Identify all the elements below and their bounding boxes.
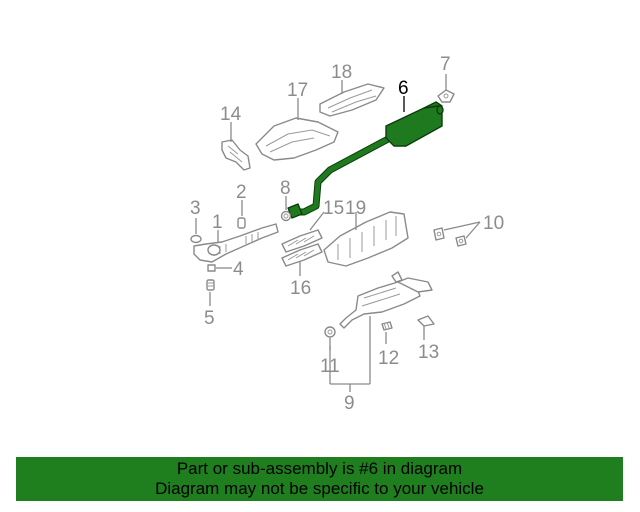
part-18-heat-shield[interactable] — [319, 83, 385, 117]
part-14-heat-shield-bracket[interactable] — [221, 139, 251, 171]
leader-15 — [309, 211, 325, 231]
callout-1[interactable]: 1 — [212, 212, 223, 233]
callout-10[interactable]: 10 — [483, 213, 504, 234]
callout-7[interactable]: 7 — [440, 54, 451, 75]
callout-6[interactable]: 6 — [398, 78, 409, 99]
callout-16[interactable]: 16 — [290, 278, 311, 299]
callout-12[interactable]: 12 — [378, 348, 399, 369]
part-17-heat-shield[interactable] — [255, 117, 339, 161]
leader-10a — [443, 221, 481, 231]
callout-2[interactable]: 2 — [236, 182, 247, 203]
callout-13[interactable]: 13 — [418, 342, 439, 363]
banner-line-1: Part or sub-assembly is #6 in diagram — [176, 459, 463, 478]
callout-17[interactable]: 17 — [287, 80, 308, 101]
part-5-spring-bolt[interactable] — [206, 279, 215, 291]
callout-3[interactable]: 3 — [190, 198, 201, 219]
callout-15[interactable]: 15 — [323, 198, 344, 219]
part-16-heat-shield[interactable] — [281, 243, 323, 267]
part-15-heat-shield[interactable] — [281, 229, 323, 253]
part-6-muffler-assembly[interactable] — [287, 101, 444, 219]
part-7-hanger[interactable] — [437, 89, 455, 103]
part-1-front-pipe[interactable] — [193, 223, 279, 263]
banner-line-2: Diagram may not be specific to your vehi… — [155, 479, 484, 498]
part-4-bolt[interactable] — [207, 264, 216, 272]
callout-9[interactable]: 9 — [344, 393, 355, 414]
part-2-gasket[interactable] — [237, 217, 246, 229]
part-12-spring[interactable] — [381, 321, 393, 331]
part-13-bolt[interactable] — [417, 315, 435, 327]
part-notice-banner: Part or sub-assembly is #6 in diagram Di… — [16, 457, 623, 501]
callout-4[interactable]: 4 — [233, 259, 244, 280]
leader-10b — [465, 221, 481, 239]
callout-11[interactable]: 11 — [320, 356, 340, 377]
callout-14[interactable]: 14 — [220, 104, 242, 125]
exhaust-parts-diagram: 14 17 18 7 6 8 15 — [190, 54, 504, 414]
part-11-gasket[interactable] — [324, 326, 336, 338]
callout-8[interactable]: 8 — [280, 178, 291, 199]
part-8-gasket[interactable] — [280, 210, 292, 222]
part-19-heat-shield[interactable] — [323, 211, 409, 267]
part-9-rear-muffler[interactable] — [339, 271, 433, 329]
part-3-gasket[interactable] — [190, 234, 202, 244]
callout-18[interactable]: 18 — [331, 62, 352, 83]
callout-19[interactable]: 19 — [345, 198, 366, 219]
part-10-hangers[interactable] — [433, 227, 467, 247]
callout-5[interactable]: 5 — [204, 308, 215, 329]
